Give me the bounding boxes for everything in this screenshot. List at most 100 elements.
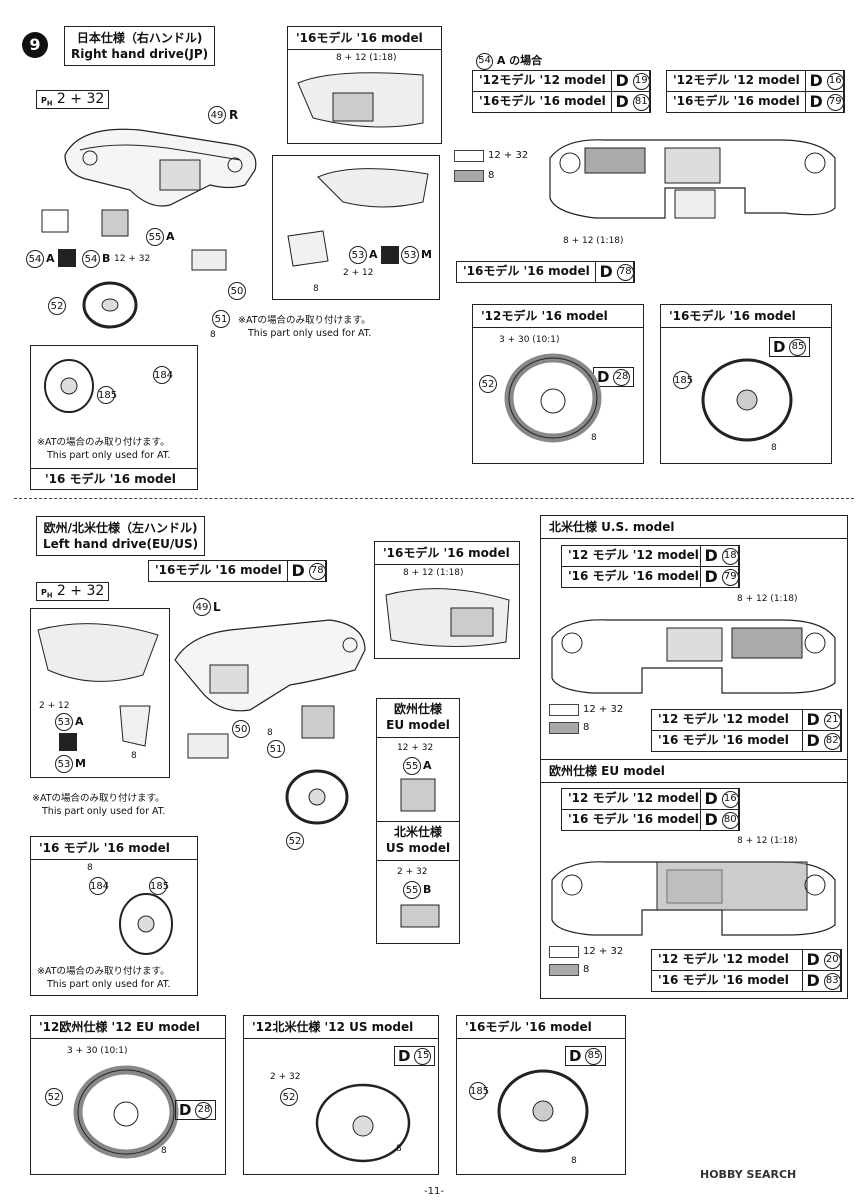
inset-wheel-drawing (44, 359, 94, 413)
us-decal-top-0-num: 18 (721, 547, 739, 565)
part-185-number: 185 (97, 386, 117, 404)
bottom-dashboard-drawing (174, 619, 366, 712)
bottom-parts-count: PH 2 + 32 (36, 582, 110, 601)
decal-label-2-text: '12モデル '12 model (673, 73, 800, 87)
us-decal-bottom-1-d-text: D (806, 730, 820, 750)
us-vent-title-jp: 北米仕様 (393, 825, 442, 839)
bottom-decal-78-d-text: D (291, 560, 305, 580)
decal-num-3: 79 (826, 93, 844, 111)
bottom-at-note-jp: ※ATの場合のみ取り付けます。 (32, 793, 165, 804)
page-number: -11- (424, 1186, 444, 1197)
top-16-model-box-title: '16モデル '16 model (288, 27, 441, 50)
bottom-decal-78-num: 78 (308, 562, 326, 580)
top-title-box: 日本仕様（右ハンドル) Right hand drive(JP) (64, 26, 216, 66)
decal-d-3-text: D (809, 91, 823, 111)
top-parts-count: PH 2 + 32 (36, 90, 110, 109)
top-at-note: ※ATの場合のみ取り付けます。 This part only used for … (238, 314, 371, 340)
eu-vent-title: 欧州仕様 EU model (377, 699, 459, 738)
eu-vent-drawing (400, 778, 436, 812)
eu-decal-bottom-1-num: 83 (823, 972, 841, 990)
eu-decal-bottom-0-d-text: D (806, 949, 820, 969)
bottom-part-51-paint: 8 (267, 728, 273, 738)
part-55-suffix: A (166, 230, 175, 243)
bottom-part-53-number: 53 (55, 713, 73, 731)
eu-decal-top-1-d-text: D (704, 809, 718, 829)
bottom-steering-wheel-drawing (285, 769, 349, 825)
part-53-paint: 2 + 12 (343, 268, 374, 278)
w3-part: 185 (469, 1082, 489, 1100)
part-184-number: 184 (153, 366, 173, 384)
bottom-part-53m-number: 53 (55, 755, 73, 773)
decal-num-0: 19 (632, 72, 650, 90)
bottom-bracket-drawing (119, 705, 151, 747)
decal-num-2: 16 (826, 72, 844, 90)
part-50-drawing (191, 249, 227, 271)
legend-white-swatch (454, 150, 484, 162)
bottom-16-model-box: '16モデル '16 model 8 + 12 (1:18) (374, 541, 520, 659)
bottom-part-53-m: M (75, 757, 86, 770)
bottom-part-53-a: A (75, 715, 84, 728)
w3-num: 85 (585, 1048, 603, 1065)
us-model-title: 北米仕様 U.S. model (541, 516, 847, 539)
bottom-part-184-number: 184 (89, 877, 109, 895)
decal-78-d-text: D (599, 261, 613, 281)
decal-label-0-text: '12モデル '12 model (479, 73, 606, 87)
top-16-model-box: '16モデル '16 model 8 + 12 (1:18) (287, 26, 442, 144)
lr-arrow-icon-54 (58, 249, 76, 267)
right-54-num: 54 (476, 52, 493, 70)
part-53-number: 53 (349, 246, 367, 264)
top-wheel12-d: D (597, 368, 610, 386)
top-53-detail-drawing (317, 168, 429, 208)
top-parts-count-text: 2 + 32 (56, 91, 105, 107)
steering-wheel-52-drawing (82, 281, 138, 329)
bottom-part-49-number: 49 (193, 598, 211, 616)
eu-legend-white: 12 + 32 (583, 946, 624, 957)
bottom-inset-wheel-drawing (119, 893, 173, 955)
bottom-inset-note: ※ATの場合のみ取り付けます。 This part only used for … (37, 965, 170, 991)
part-54b-number: 54 (82, 250, 100, 268)
top-wheel16-d: D (773, 338, 786, 356)
us-legend-gray: 8 (583, 722, 590, 733)
top-wheel12-title: '12モデル '16 model (473, 305, 643, 328)
us-dash-drawing (551, 619, 836, 694)
top-53-detail-box: 53 A 53 M 2 + 12 8 (272, 155, 440, 300)
right-54-label-text: A の場合 (496, 54, 543, 67)
top-wheel16-paint: 8 (771, 443, 777, 453)
part-54b-drawing (101, 209, 129, 237)
part-49-number: 49 (208, 106, 226, 124)
bottom-parts-count-text: 2 + 32 (56, 583, 105, 599)
step-number: 9 (22, 32, 48, 58)
eu-model-title: 欧州仕様 EU model (541, 760, 847, 783)
bottom-part-53-paint: 2 + 12 (39, 701, 70, 711)
eu-decal-top-0-text: '12 モデル '12 model (568, 791, 699, 805)
w3-d: D (569, 1047, 582, 1065)
w2-part: 52 (280, 1088, 298, 1106)
bottom-part-51-number: 51 (267, 740, 285, 758)
part-53-paint2: 8 (313, 284, 319, 294)
w3-paint: 8 (571, 1156, 577, 1166)
inset-at-note: ※ATの場合のみ取り付けます。 This part only used for … (37, 436, 170, 462)
w1-paint: 3 + 30 (10:1) (67, 1046, 128, 1056)
decal-label-1-text: '16モデル '16 model (479, 94, 606, 108)
w1-d: D (179, 1101, 192, 1119)
bottom-inset-note-jp: ※ATの場合のみ取り付けます。 (37, 966, 170, 977)
bottom-16-model-box-drawing (385, 588, 510, 648)
w2-paint2: 8 (396, 1144, 402, 1154)
us-vent-drawing (400, 904, 440, 928)
part-53-a: A (369, 248, 378, 261)
